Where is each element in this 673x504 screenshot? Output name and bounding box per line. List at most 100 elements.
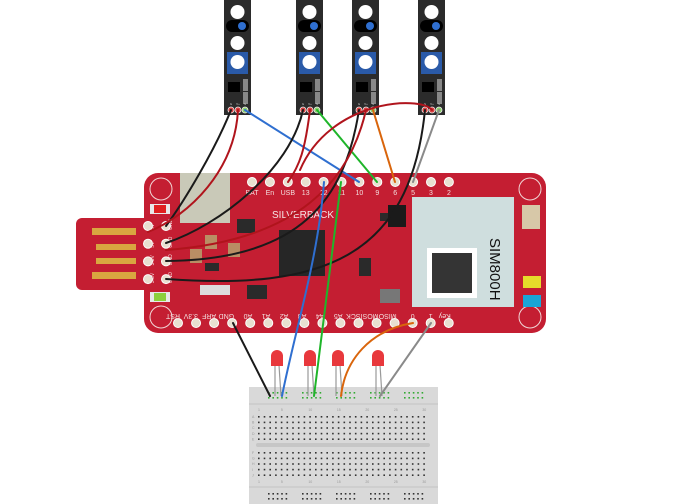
wire-sensor3-signal[interactable]: [372, 109, 396, 183]
wire-sensor1-vcc[interactable]: [147, 109, 239, 233]
column-label: 5: [281, 480, 283, 484]
pin-left-5V[interactable]: [143, 221, 153, 231]
pin-label: 3.3V: [150, 272, 156, 283]
pin-left-5V[interactable]: [143, 238, 153, 249]
pin-label: GND: [168, 272, 174, 284]
red-led-4: [372, 350, 384, 397]
sensor-pin-label: V+: [308, 102, 312, 106]
row-label: J: [252, 473, 254, 477]
pin-label: 3: [429, 190, 433, 197]
pin-bottom-RST[interactable]: [173, 318, 183, 328]
pin-left-3.3V[interactable]: [143, 256, 153, 267]
wire-sensor4-signal[interactable]: [412, 109, 440, 183]
wire-pin12-led1[interactable]: [281, 181, 325, 397]
pin-label: En: [266, 190, 275, 197]
pin-label: 3.3V: [183, 312, 198, 319]
pin-label: A4: [316, 312, 325, 319]
column-label: 15: [337, 408, 341, 412]
wire-sensor2-signal[interactable]: [316, 109, 378, 183]
pin-top-En[interactable]: [264, 177, 275, 187]
pin-bottom-A5[interactable]: [335, 318, 346, 328]
pin-label: 11: [338, 190, 345, 197]
sensor-pin-label: S: [438, 102, 440, 106]
pin-bottom-SCK[interactable]: [353, 318, 364, 328]
column-label: 20: [365, 480, 369, 484]
sensor-pin-label: V+: [236, 102, 240, 106]
pin-left-3.3V[interactable]: [143, 274, 153, 285]
board-name: SILVERBACK: [272, 210, 334, 221]
sensor-pin-label: G: [302, 102, 305, 106]
pin-bottom-3.3V[interactable]: [191, 318, 202, 328]
row-label: H: [252, 462, 255, 466]
pin-label: A1: [262, 312, 271, 319]
pin-label: GND: [168, 254, 174, 266]
row-label: I: [252, 468, 253, 472]
wire-sensor2-gnd[interactable]: [165, 109, 304, 244]
wire-sensor3-gnd[interactable]: [165, 109, 360, 262]
column-label: 30: [422, 408, 426, 412]
sensor-pin-label: V+: [430, 102, 434, 106]
pin-top-2[interactable]: [443, 177, 454, 187]
pin-label: A3: [298, 312, 307, 319]
pin-bottom-A3[interactable]: [299, 318, 310, 328]
pin-top-13[interactable]: [300, 177, 311, 187]
pin-label: 10: [356, 190, 364, 197]
pin-label: 0: [411, 312, 415, 319]
pin-label: GND: [168, 219, 174, 231]
pin-label: 1: [429, 312, 433, 319]
pin-label: Key: [438, 312, 451, 319]
row-label: G: [252, 457, 255, 461]
wire-sensor4-gnd[interactable]: [165, 109, 426, 282]
sensor-pin-label: S: [316, 102, 318, 106]
pin-label: USB: [281, 190, 296, 197]
pin-label: 5V: [150, 241, 156, 248]
column-label: 25: [394, 408, 398, 412]
silverback-board: SILVERBACK SIM800H: [144, 173, 546, 333]
red-led-2: [304, 350, 316, 397]
column-label: 15: [337, 480, 341, 484]
pin-bottom-Key[interactable]: [443, 318, 454, 328]
pin-top-BAT[interactable]: [247, 177, 257, 187]
pin-bottom-MOSI[interactable]: [371, 318, 382, 328]
pin-bottom-ARF[interactable]: [209, 318, 220, 328]
row-label: A: [252, 415, 255, 419]
row-label: E: [252, 437, 255, 441]
pin-label: ARF: [202, 312, 216, 319]
pin-label: GND: [219, 312, 235, 319]
pin-bottom-A0[interactable]: [245, 318, 256, 328]
column-label: 20: [365, 408, 369, 412]
pin-label: A0: [244, 312, 253, 319]
pin-label: 13: [302, 190, 310, 197]
wire-pin1-led4[interactable]: [379, 322, 432, 397]
pin-label: BAT: [245, 190, 259, 197]
wire-gnd-breadboard[interactable]: [232, 322, 271, 397]
pin-bottom-A1[interactable]: [263, 318, 274, 328]
row-label: B: [252, 421, 255, 425]
wire-sensor3-vcc[interactable]: [165, 109, 367, 251]
usb-plug: [76, 218, 156, 290]
row-label: D: [252, 432, 255, 436]
sensor-pin-label: G: [230, 102, 233, 106]
module-label: SIM800H: [486, 238, 503, 301]
sensor-pin-label: G: [358, 102, 361, 106]
wire-sensor2-vcc[interactable]: [287, 109, 311, 183]
pin-top-3[interactable]: [426, 177, 436, 187]
wire-pin11-led2[interactable]: [313, 181, 342, 397]
column-label: 25: [394, 480, 398, 484]
pin-label: SCK: [346, 312, 361, 319]
pin-label: 2: [447, 190, 451, 197]
pin-label: A2: [280, 312, 289, 319]
column-label: 30: [422, 480, 426, 484]
wire-pin0-led3[interactable]: [340, 322, 414, 397]
red-led-1: [271, 350, 283, 397]
wires: [147, 102, 440, 397]
wire-sensor1-gnd[interactable]: [165, 109, 232, 227]
pin-bottom-A2[interactable]: [281, 318, 292, 328]
wire-sensor4-vcc[interactable]: [299, 102, 433, 171]
pin-label: RST: [165, 312, 180, 319]
pin-label: 5: [411, 190, 415, 197]
